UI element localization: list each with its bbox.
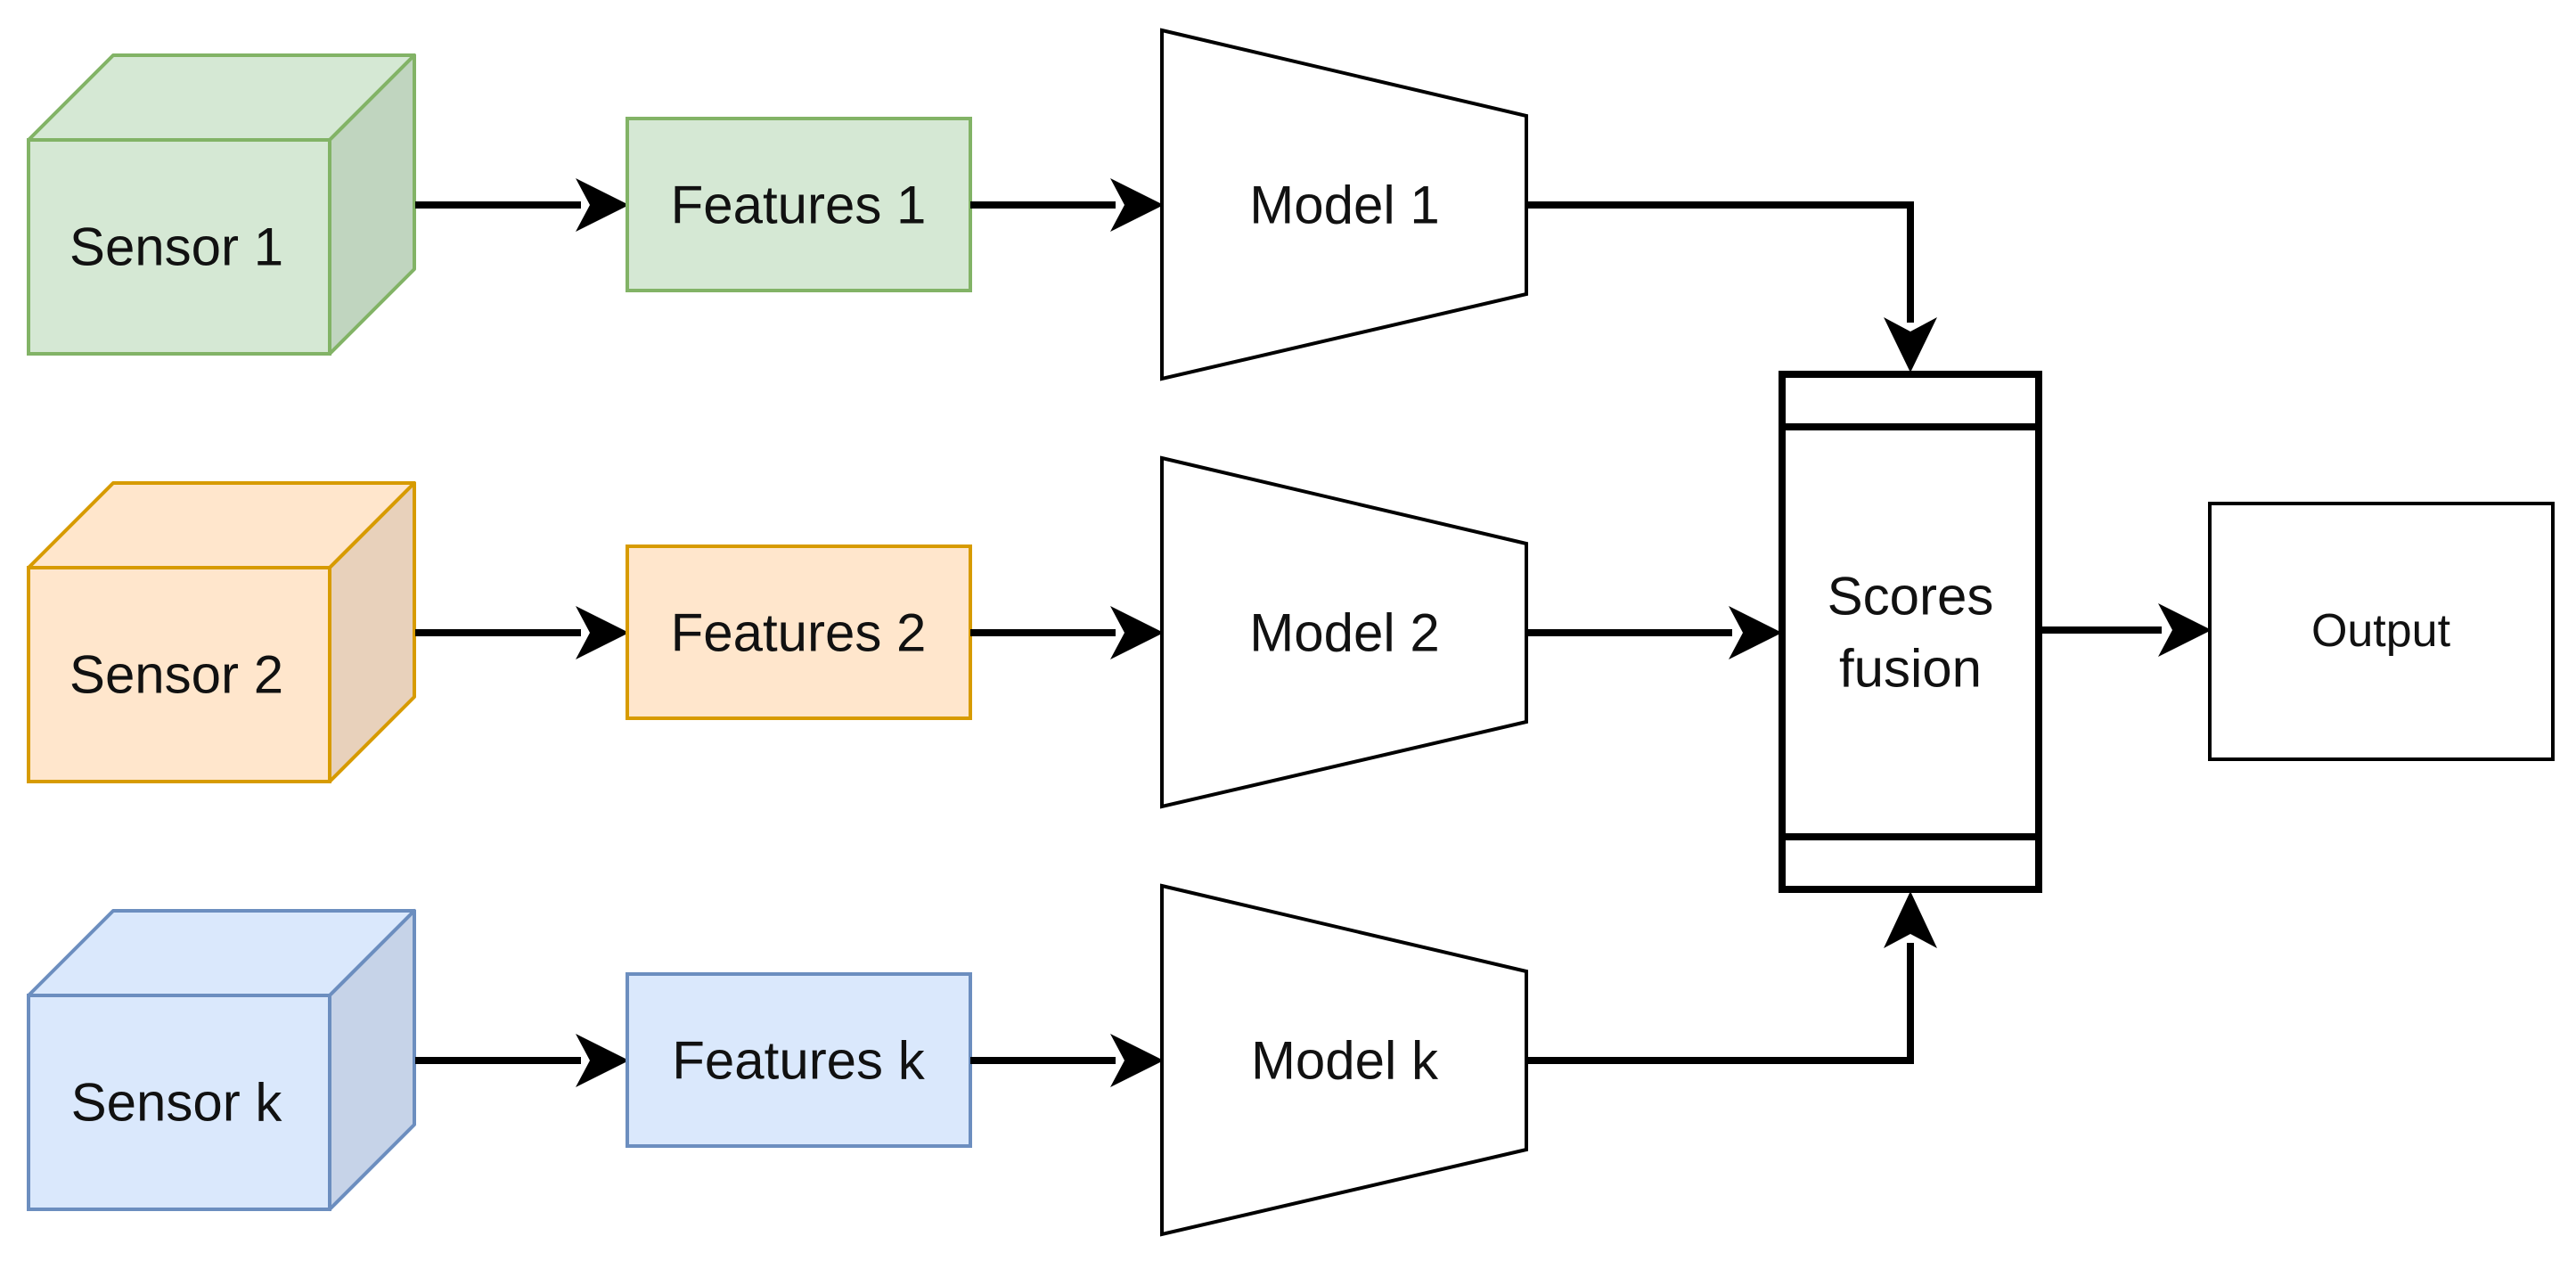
model-2-trapezoid: Model 2 (1160, 455, 1528, 809)
sensor-k-cube: Sensor k (27, 909, 416, 1211)
features-2-box: Features 2 (626, 545, 972, 720)
sensor-k-label: Sensor k (71, 1073, 283, 1133)
model-1-label: Model 1 (1249, 176, 1439, 235)
scores-fusion-frame (1779, 371, 2042, 893)
output-box: Output (2208, 502, 2555, 761)
sensor-1-cube: Sensor 1 (27, 53, 416, 356)
output-label: Output (2311, 605, 2451, 657)
model-k-label: Model k (1251, 1031, 1439, 1091)
scores-fusion-block: Scores fusion (1779, 371, 2042, 893)
arrowhead-features2-model2 (1110, 606, 1164, 659)
features-1-box: Features 1 (626, 117, 972, 292)
arrow-modelk-fusion (1526, 943, 1914, 1064)
sensor-2-label: Sensor 2 (70, 645, 283, 705)
arrowhead-sensor2-features2 (576, 606, 629, 659)
features-1-label: Features 1 (671, 176, 927, 235)
sensor-k-cube-front (27, 994, 331, 1211)
arrowhead-features1-model1 (1110, 178, 1164, 232)
arrowhead-sensor1-features1 (576, 178, 629, 232)
scores-fusion-label-line2: fusion (1839, 639, 1982, 699)
features-2-rect (626, 545, 972, 720)
model-k-shape (1160, 883, 1528, 1237)
model-2-label: Model 2 (1249, 603, 1439, 663)
sensor-1-label: Sensor 1 (70, 217, 283, 277)
features-2-label: Features 2 (671, 603, 927, 663)
arrow-model1-fusion (1526, 201, 1914, 323)
sensor-1-cube-front (27, 138, 331, 356)
scores-fusion-label-line1: Scores (1828, 567, 1994, 626)
features-k-box: Features k (626, 972, 972, 1148)
output-rect (2208, 502, 2555, 761)
model-k-trapezoid: Model k (1160, 883, 1528, 1237)
features-1-rect (626, 117, 972, 292)
model-2-shape (1160, 455, 1528, 809)
model-1-trapezoid: Model 1 (1160, 28, 1528, 381)
arrowhead-sensork-featuresk (576, 1034, 629, 1087)
arrowhead-model1-fusion (1884, 317, 1937, 373)
sensor-2-cube: Sensor 2 (27, 481, 416, 783)
arrowhead-modelk-fusion (1884, 891, 1937, 948)
arrowhead-fusion-output (2158, 603, 2212, 657)
arrowhead-model2-fusion (1729, 606, 1782, 659)
features-k-label: Features k (672, 1031, 925, 1091)
model-1-shape (1160, 28, 1528, 381)
arrowhead-featuresk-modelk (1110, 1034, 1164, 1087)
features-k-rect (626, 972, 972, 1148)
sensor-2-cube-front (27, 566, 331, 783)
